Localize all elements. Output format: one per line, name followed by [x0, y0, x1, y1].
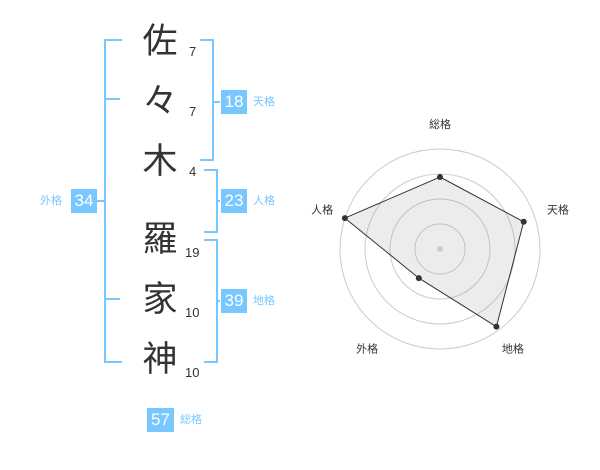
- tenkaku-bracket: [200, 39, 214, 161]
- tenkaku-badge: 18: [221, 90, 247, 114]
- gaikaku-bracket-tick: [106, 98, 120, 100]
- name-char-5: 家: [142, 280, 178, 320]
- soukaku-badge: 57: [147, 408, 174, 432]
- tenkaku-bracket-connector: [212, 101, 220, 103]
- name-char-2: 々: [142, 82, 178, 122]
- gaikaku-bracket-tick: [106, 298, 120, 300]
- radar-ring: [414, 223, 466, 275]
- jinkaku-label: 人格: [253, 194, 275, 207]
- radar-center-dot: [437, 246, 443, 252]
- radar-axis-label-4: 外格: [356, 341, 378, 355]
- radar-point-2: [520, 218, 527, 225]
- name-char-4: 羅: [142, 220, 178, 260]
- radar-point-4: [415, 275, 422, 282]
- radar-point-1: [437, 174, 443, 180]
- chikaku-label: 地格: [253, 294, 275, 307]
- chikaku-bracket-connector: [216, 300, 220, 302]
- soukaku-label: 総格: [180, 413, 202, 426]
- radar-point-5: [341, 215, 348, 222]
- radar-area: [343, 176, 525, 328]
- stroke-count-3: 4: [189, 164, 197, 179]
- radar-ring: [339, 148, 541, 350]
- name-char-6: 神: [142, 340, 178, 380]
- stroke-count-5: 10: [185, 305, 200, 320]
- name-char-1: 佐: [142, 22, 178, 62]
- gaikaku-bracket: [104, 39, 122, 363]
- stroke-count-1: 7: [189, 44, 197, 59]
- radar-axis-label-2: 天格: [547, 203, 569, 217]
- jinkaku-badge: 23: [221, 189, 247, 213]
- gaikaku-bracket-connector: [97, 200, 105, 202]
- stroke-count-4: 19: [185, 245, 200, 260]
- name-char-3: 木: [142, 142, 178, 182]
- radar-axis-label-3: 地格: [502, 341, 524, 355]
- radar-ring: [389, 198, 491, 300]
- stroke-count-6: 10: [185, 365, 200, 380]
- tenkaku-label: 天格: [253, 95, 275, 108]
- radar-point-3: [493, 323, 500, 330]
- radar-axis-label-1: 総格: [429, 117, 451, 131]
- gaikaku-badge: 34: [71, 189, 97, 213]
- stroke-count-2: 7: [189, 104, 197, 119]
- chikaku-badge: 39: [221, 289, 247, 313]
- jinkaku-bracket-connector: [216, 200, 220, 202]
- gaikaku-label: 外格: [40, 194, 62, 207]
- radar-axis-label-5: 人格: [311, 203, 333, 217]
